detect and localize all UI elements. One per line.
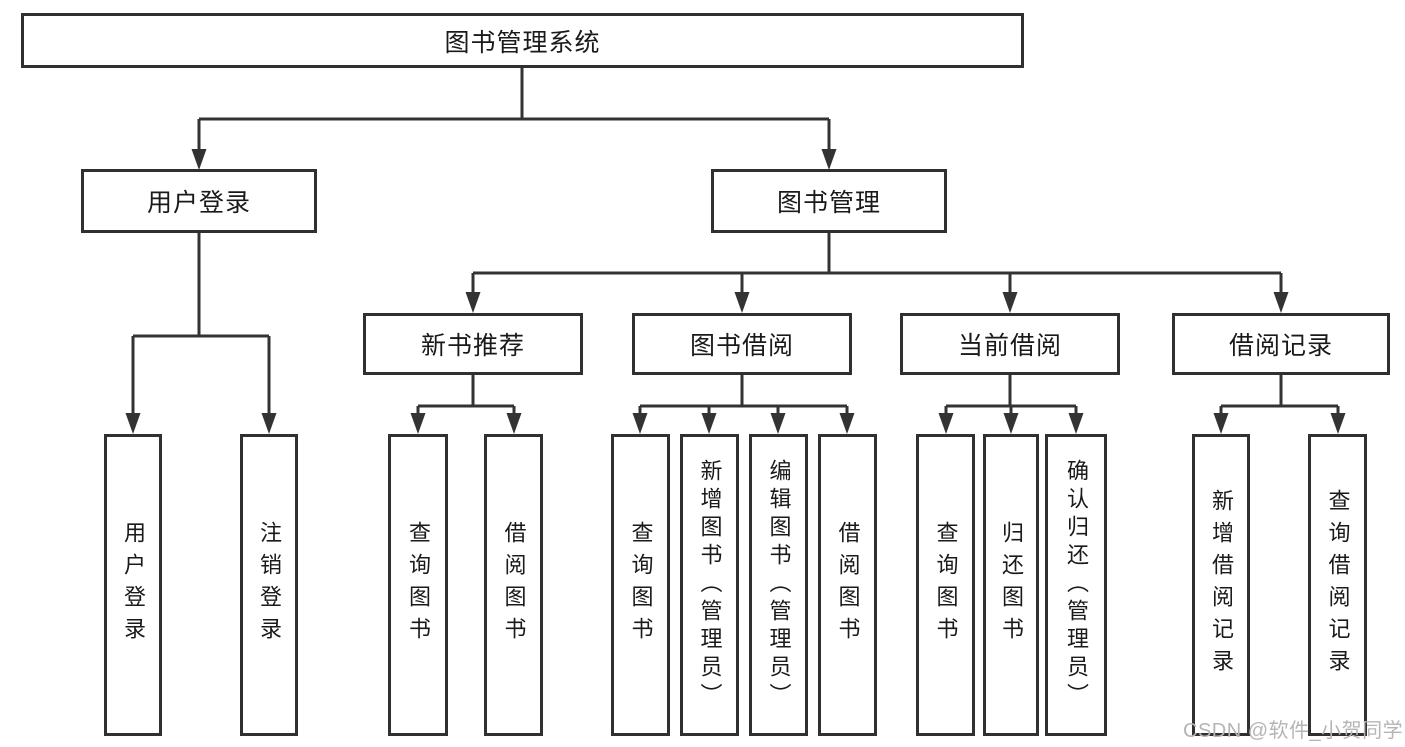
leaf-add-borrow-record: 新增借阅记录	[1192, 434, 1250, 736]
node-new-book-recommend: 新书推荐	[363, 313, 583, 375]
leaf-label: 编辑图书（管理员）	[766, 459, 792, 711]
leaf-add-book-admin: 新增图书（管理员）	[680, 434, 739, 736]
leaf-query-books-borrow: 查询图书	[611, 434, 670, 736]
leaf-borrow-books-borrow: 借阅图书	[818, 434, 877, 736]
leaf-query-books-current: 查询图书	[916, 434, 975, 736]
leaf-edit-book-admin: 编辑图书（管理员）	[749, 434, 808, 736]
node-root: 图书管理系统	[21, 13, 1024, 68]
csdn-watermark: CSDN @软件_小贺同学	[1183, 720, 1404, 742]
leaf-label: 查询图书	[628, 521, 654, 649]
leaf-label: 新增图书（管理员）	[697, 459, 723, 711]
node-borrow-records: 借阅记录	[1172, 313, 1390, 375]
leaf-label: 查询借阅记录	[1325, 489, 1351, 681]
leaf-borrow-books-recommend: 借阅图书	[484, 434, 543, 736]
node-current-borrow: 当前借阅	[900, 313, 1120, 375]
leaf-query-books-recommend: 查询图书	[388, 434, 448, 736]
leaf-confirm-return-admin: 确认归还（管理员）	[1045, 434, 1107, 736]
leaf-return-book: 归还图书	[983, 434, 1039, 736]
leaf-logout: 注销登录	[240, 434, 298, 736]
leaf-label: 用户登录	[121, 521, 146, 649]
leaf-label: 查询图书	[933, 521, 959, 649]
leaf-query-borrow-record: 查询借阅记录	[1308, 434, 1367, 736]
node-book-management: 图书管理	[711, 169, 947, 233]
node-book-borrow: 图书借阅	[632, 313, 852, 375]
leaf-label: 新增借阅记录	[1209, 489, 1234, 681]
leaf-label: 确认归还（管理员）	[1064, 459, 1089, 711]
leaf-label: 注销登录	[257, 521, 282, 649]
leaf-label: 借阅图书	[501, 521, 527, 649]
leaf-label: 查询图书	[406, 521, 431, 649]
leaf-label: 借阅图书	[835, 521, 861, 649]
leaf-label: 归还图书	[999, 521, 1024, 649]
leaf-user-login: 用户登录	[104, 434, 162, 736]
node-user-login: 用户登录	[81, 169, 317, 233]
